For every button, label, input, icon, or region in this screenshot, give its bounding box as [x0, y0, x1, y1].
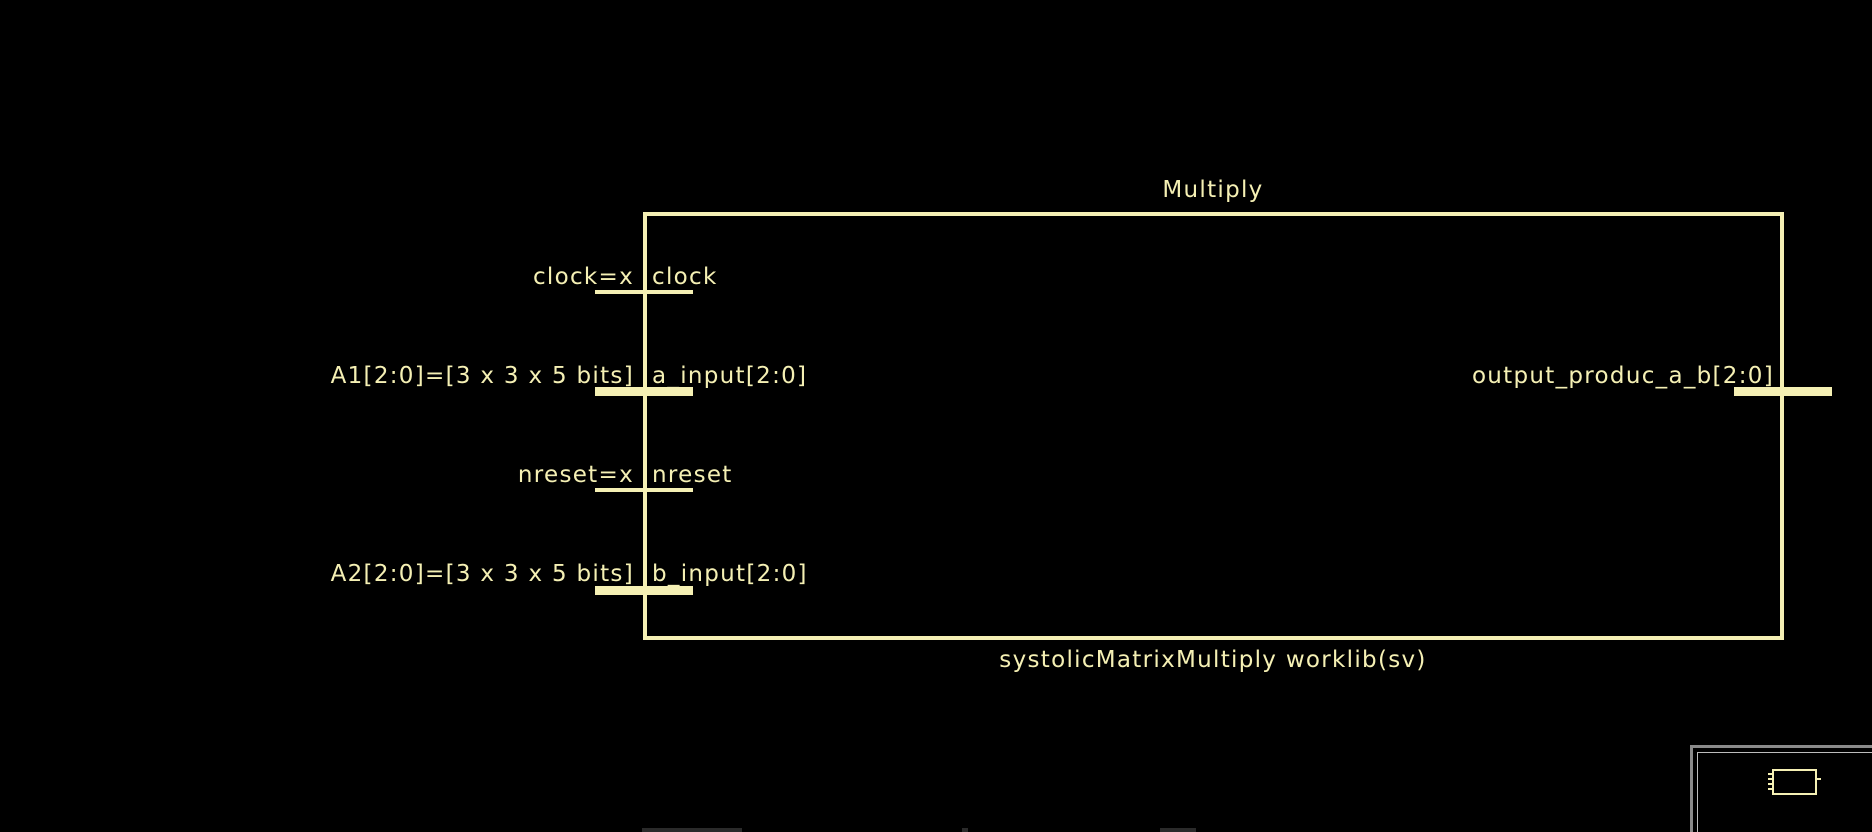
port-label-output: output_produc_a_b[2:0]: [1471, 363, 1774, 389]
instance-name-label: Multiply: [1162, 177, 1264, 203]
scroll-marker: [962, 828, 968, 832]
port-pin-nreset[interactable]: [595, 488, 693, 492]
net-label-clock: clock=x: [532, 264, 634, 290]
navigator-pin-tick: [1768, 783, 1772, 785]
module-block[interactable]: [643, 212, 1784, 640]
port-pin-output[interactable]: [1734, 387, 1832, 396]
navigator-block-thumbnail: [1772, 769, 1817, 795]
port-pin-b-input[interactable]: [595, 586, 693, 595]
port-pin-a-input[interactable]: [595, 387, 693, 396]
navigator-viewport[interactable]: [1697, 752, 1872, 832]
port-pin-clock[interactable]: [595, 290, 693, 294]
navigator-pin-tick: [1768, 788, 1772, 790]
net-label-a1: A1[2:0]=[3 x 3 x 5 bits]: [330, 363, 634, 389]
navigator-pin-tick: [1768, 778, 1772, 780]
net-label-nreset: nreset=x: [517, 462, 634, 488]
port-label-a-input: a_input[2:0]: [652, 363, 808, 389]
navigator-pin-tick: [1768, 773, 1772, 775]
port-label-b-input: b_input[2:0]: [652, 561, 808, 587]
navigator-panel[interactable]: [1690, 745, 1872, 832]
scroll-marker: [1160, 828, 1196, 832]
navigator-pin-tick: [1817, 778, 1821, 780]
net-label-a2: A2[2:0]=[3 x 3 x 5 bits]: [330, 561, 634, 587]
scroll-marker: [642, 828, 742, 832]
port-label-nreset: nreset: [652, 462, 733, 488]
port-label-clock: clock: [652, 264, 718, 290]
cell-name-label: systolicMatrixMultiply worklib(sv): [999, 647, 1427, 673]
